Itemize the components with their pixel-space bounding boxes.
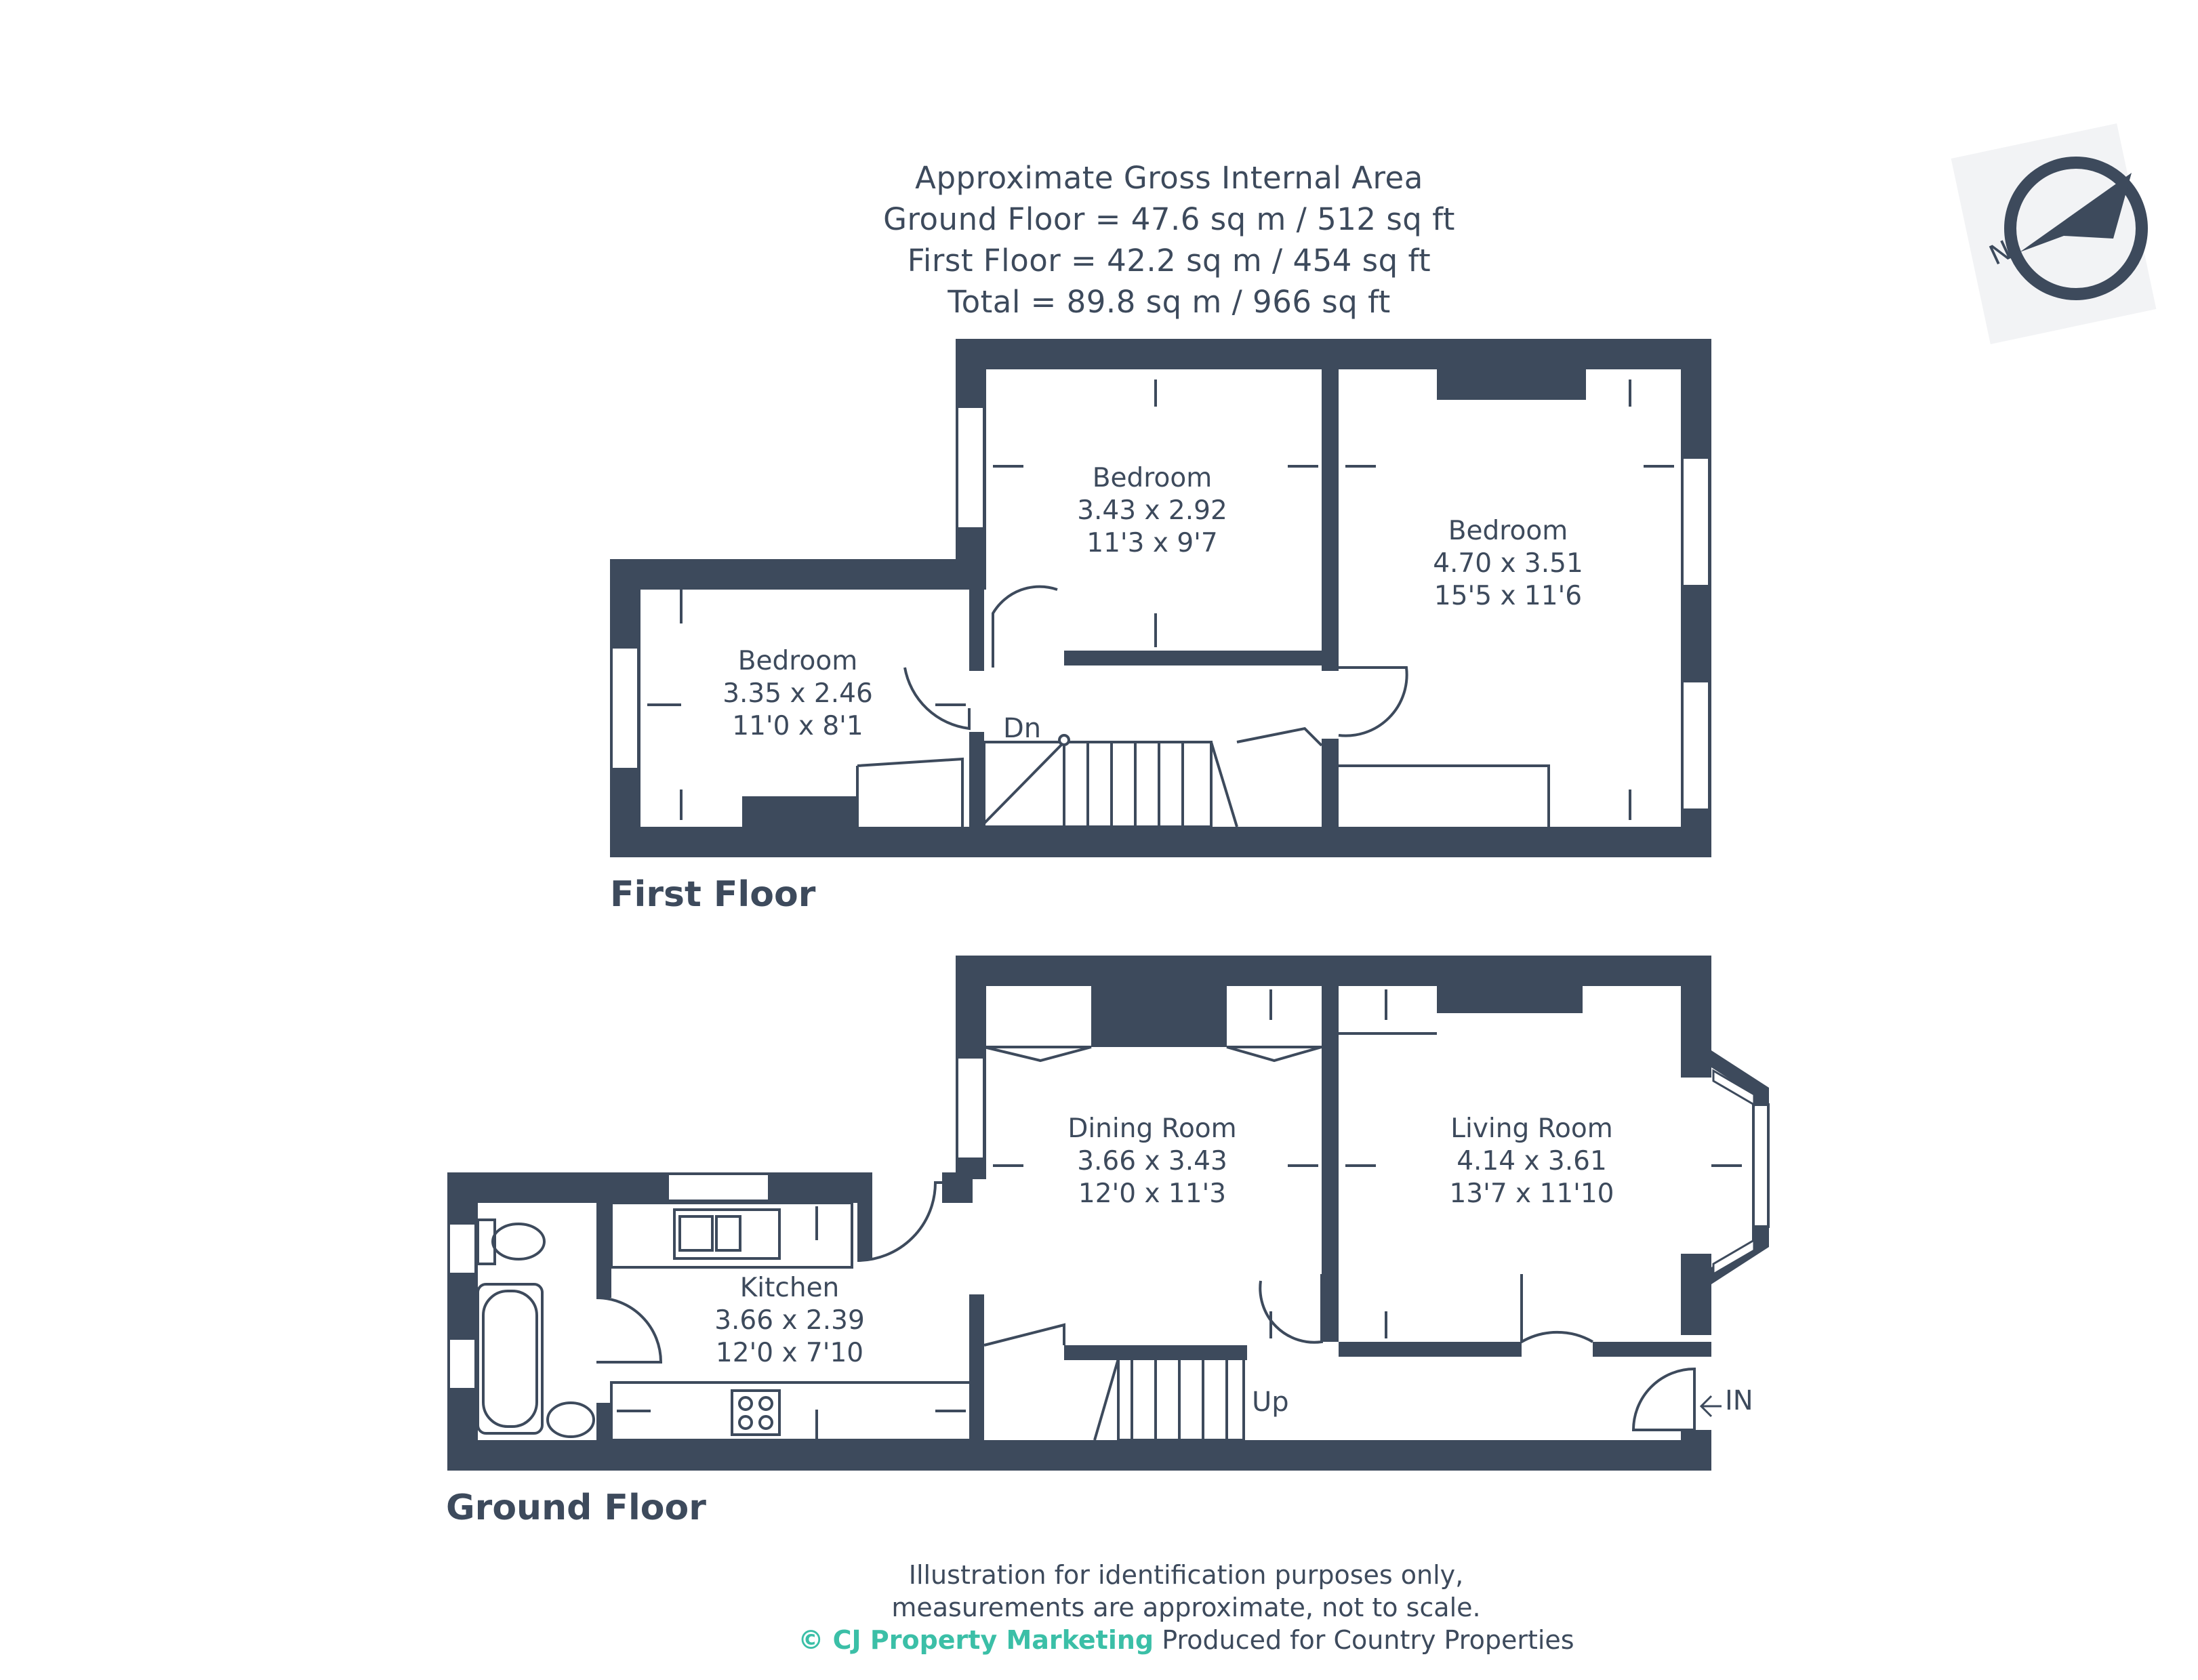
room-metric: 3.66 x 3.43	[1077, 1146, 1227, 1176]
room-metric: 3.43 x 2.92	[1077, 495, 1227, 526]
produced-for: Produced for Country Properties	[1162, 1625, 1574, 1655]
ground-floor-fixtures	[476, 989, 1742, 1441]
entrance-label: IN	[1725, 1385, 1753, 1416]
room-metric: 4.70 x 3.51	[1433, 548, 1583, 579]
credits: © CJ Property Marketing Produced for Cou…	[610, 1624, 1762, 1656]
room-name: Bedroom	[738, 646, 857, 676]
room-imperial: 11'3 x 9'7	[1086, 528, 1217, 558]
room-name: Dining Room	[1067, 1113, 1236, 1144]
area-first-floor: First Floor = 42.2 sq m / 454 sq ft	[907, 243, 1431, 279]
area-total: Total = 89.8 sq m / 966 sq ft	[948, 284, 1391, 320]
footer: Illustration for identification purposes…	[610, 1559, 1762, 1656]
ground-floor-label: Ground Floor	[446, 1488, 706, 1528]
room-imperial: 13'7 x 11'10	[1449, 1179, 1614, 1209]
disclaimer-line-1: Illustration for identification purposes…	[908, 1560, 1464, 1590]
room-imperial: 12'0 x 11'3	[1078, 1179, 1226, 1209]
room-imperial: 11'0 x 8'1	[732, 711, 863, 741]
first-floor-label: First Floor	[610, 874, 816, 915]
first-floor-fixtures	[647, 380, 1674, 828]
room-metric: 3.66 x 2.39	[714, 1305, 865, 1336]
disclaimer-line-2: measurements are approximate, not to sca…	[891, 1593, 1481, 1622]
room-imperial: 12'0 x 7'10	[716, 1338, 863, 1368]
room-metric: 4.14 x 3.61	[1457, 1146, 1607, 1176]
first-floor-plan	[610, 339, 1711, 857]
area-summary: Approximate Gross Internal Area Ground F…	[678, 157, 1661, 323]
area-heading: Approximate Gross Internal Area	[915, 160, 1423, 196]
room-name: Living Room	[1450, 1113, 1612, 1144]
room-name: Bedroom	[1448, 516, 1568, 546]
room-name: Kitchen	[740, 1273, 840, 1303]
brand-name: © CJ Property Marketing	[798, 1625, 1154, 1655]
first-floor-labels: Bedroom 3.35 x 2.46 11'0 x 8'1 Bedroom 3…	[723, 463, 1583, 744]
area-ground-floor: Ground Floor = 47.6 sq m / 512 sq ft	[883, 201, 1455, 237]
room-name: Bedroom	[1093, 463, 1212, 493]
stairs-down-label: Dn	[1003, 713, 1041, 744]
stairs-up-label: Up	[1252, 1387, 1289, 1418]
ground-floor-plan	[447, 956, 1770, 1471]
north-compass-icon: N	[1951, 123, 2157, 344]
room-metric: 3.35 x 2.46	[723, 678, 873, 709]
ground-floor-labels: Kitchen 3.66 x 2.39 12'0 x 7'10 Dining R…	[714, 1113, 1753, 1418]
room-imperial: 15'5 x 11'6	[1434, 581, 1582, 611]
